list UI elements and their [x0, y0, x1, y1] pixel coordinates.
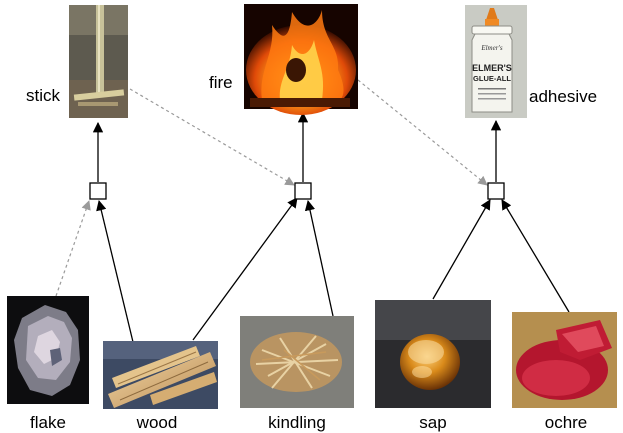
label-adhesive: adhesive	[529, 87, 597, 106]
kindling-icon	[240, 316, 354, 408]
stick-combiner-node	[89, 182, 107, 200]
glue-product: GLUE-ALL	[473, 74, 511, 83]
glue-brand: ELMER'S	[472, 63, 512, 73]
label-kindling: kindling	[268, 413, 326, 432]
edge-stick-to-fire-combiner	[129, 88, 295, 186]
ochre-icon	[512, 312, 617, 408]
stick-icon	[69, 5, 128, 118]
fire-icon	[244, 4, 358, 115]
adhesive-combiner-node	[487, 182, 505, 200]
sap-icon	[375, 300, 491, 408]
label-ochre: ochre	[545, 413, 588, 432]
edge-fire-to-adhesive-combiner	[357, 79, 488, 186]
glue-bottle-icon: Elmer's ELMER'S GLUE-ALL	[465, 5, 527, 118]
edge-sap-to-adhesive-combiner	[432, 199, 491, 300]
label-fire: fire	[209, 73, 233, 92]
edge-ochre-to-adhesive-combiner	[501, 199, 570, 313]
label-flake: flake	[30, 413, 66, 432]
flake-icon	[7, 296, 89, 404]
edge-wood-to-stick-combiner	[96, 199, 134, 343]
glue-brand-top: Elmer's	[480, 44, 503, 52]
label-sap: sap	[419, 413, 446, 432]
label-wood: wood	[136, 413, 178, 432]
edge-flake-to-stick-combiner	[55, 200, 91, 297]
label-stick: stick	[26, 86, 61, 105]
edge-wood-to-fire-combiner	[192, 197, 298, 341]
fire-combiner-node	[294, 182, 312, 200]
wood-icon	[103, 341, 218, 409]
edge-kindling-to-fire-combiner	[304, 199, 334, 317]
